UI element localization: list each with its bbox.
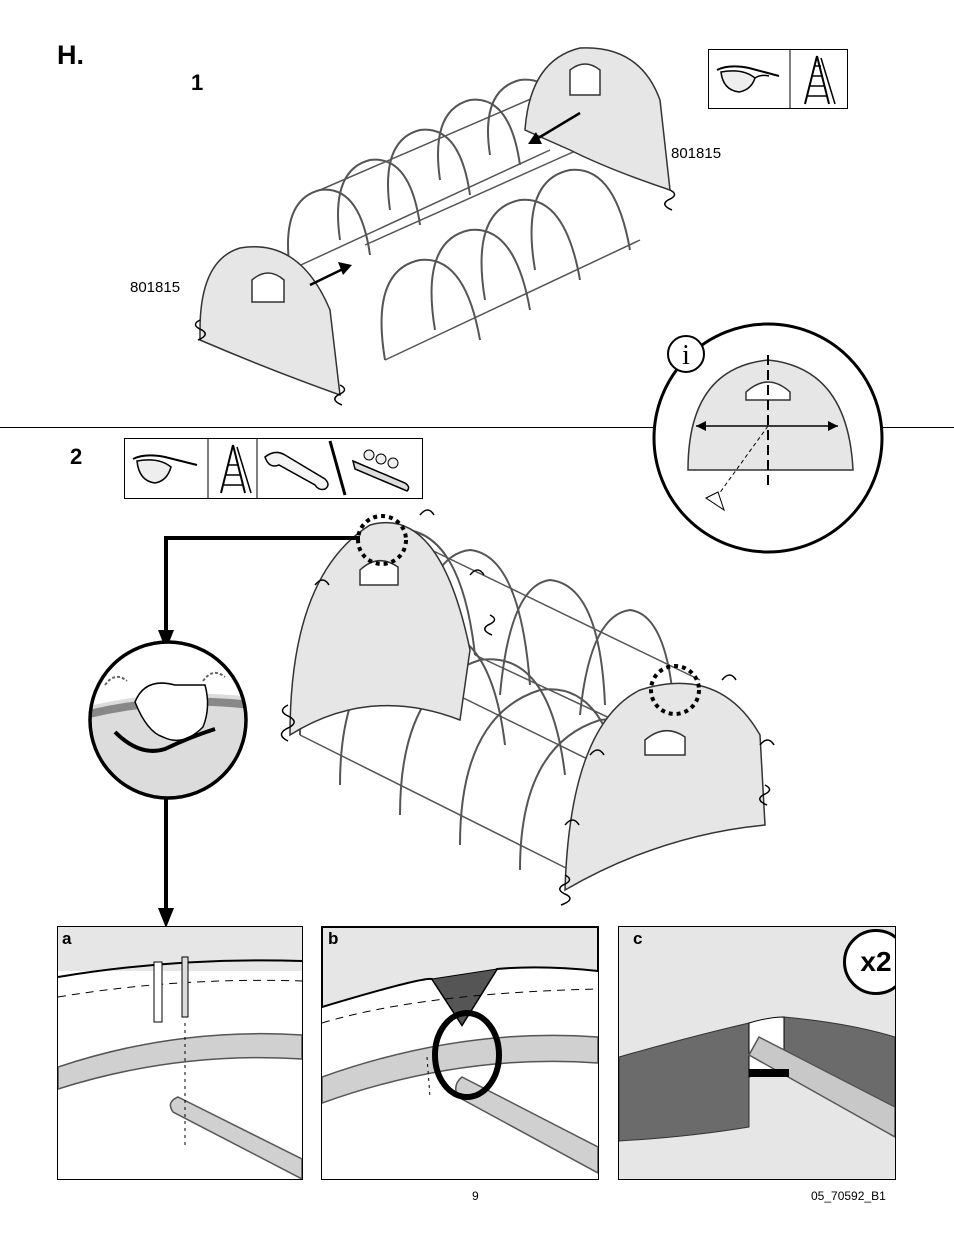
panel-b-label: b xyxy=(328,929,338,949)
page-number: 9 xyxy=(472,1189,479,1203)
section-letter: H. xyxy=(57,40,84,71)
step-2-tool-box xyxy=(124,438,423,499)
step-1-frame-illustration xyxy=(180,40,700,420)
part-number-right: 801815 xyxy=(671,145,721,162)
step-1-tool-box xyxy=(708,49,848,109)
zoom-detail-circle xyxy=(85,637,251,803)
socket-wrench-icon xyxy=(353,450,409,491)
end-panel-right xyxy=(560,683,770,905)
part-number-left: 801815 xyxy=(130,279,180,296)
ladder-icon xyxy=(805,56,835,104)
detail-panel-b: b xyxy=(321,926,599,1180)
panel-c-label: c xyxy=(633,929,642,949)
end-panel-right xyxy=(525,48,675,210)
ladder-icon xyxy=(221,445,251,493)
safety-glasses-icon xyxy=(717,66,779,92)
panel-a-label: a xyxy=(62,929,71,949)
safety-glasses-icon xyxy=(133,455,197,483)
wrench-icon xyxy=(265,452,328,489)
step-2-number: 2 xyxy=(70,444,82,470)
info-icon: i xyxy=(668,336,704,372)
detail-panel-c: c x2 xyxy=(618,926,896,1180)
svg-text:i: i xyxy=(682,340,690,371)
end-panel-left xyxy=(195,247,344,405)
detail-panel-a: a xyxy=(57,926,303,1180)
document-code: 05_70592_B1 xyxy=(811,1189,886,1203)
